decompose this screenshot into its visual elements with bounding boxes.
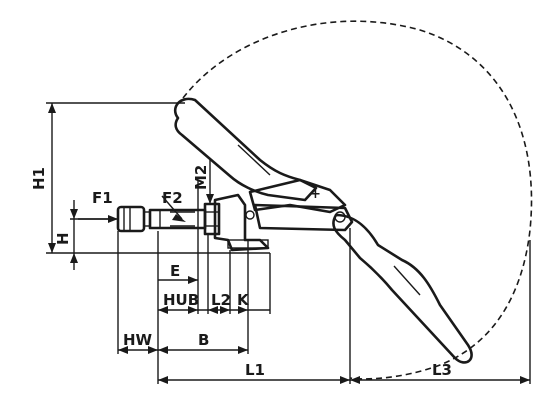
label-h: H (54, 232, 72, 245)
pivot-pin-left (245, 210, 255, 220)
hex-nut (203, 202, 221, 236)
label-m2: M2 (192, 165, 210, 190)
label-l3: L3 (432, 361, 452, 379)
label-l1: L1 (245, 361, 265, 379)
handle-lowered-grip-line (393, 265, 421, 296)
handle-swing-arc (182, 20, 533, 380)
handle-raised (173, 97, 318, 202)
pivot-pin-center (334, 211, 346, 223)
clamp-body (213, 193, 270, 252)
label-hub: HUB (163, 291, 199, 309)
arrow-f2 (172, 214, 186, 222)
spindle-tip (116, 205, 146, 233)
plunger-shaft (148, 208, 207, 230)
handle-raised-grip-line (237, 144, 271, 176)
label-k: K (237, 291, 250, 309)
label-hw: HW (123, 331, 153, 349)
pivot-cross: + (310, 187, 321, 202)
label-e: E (170, 262, 180, 280)
linkage-lower (253, 203, 354, 232)
label-h1: H1 (30, 167, 48, 190)
label-f1: F1 (92, 189, 113, 207)
label-l2: L2 (211, 291, 231, 309)
label-b: B (198, 331, 209, 349)
label-f2: F2 (162, 189, 183, 207)
handle-lowered (332, 213, 473, 364)
